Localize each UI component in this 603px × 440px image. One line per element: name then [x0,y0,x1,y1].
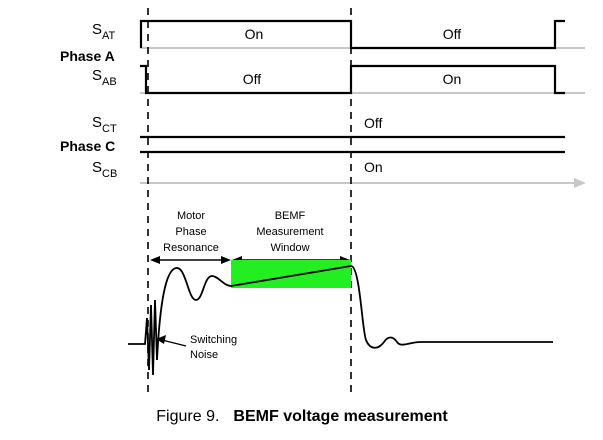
figure-caption: Figure 9.BEMF voltage measurement [156,408,448,425]
sat-label: SAT [92,21,116,42]
svg-text:Noise: Noise [190,349,218,361]
noise-pointer-head [156,335,166,344]
svg-text:BEMF: BEMF [275,210,306,222]
dashed-markers [147,8,352,392]
svg-text:Motor: Motor [177,210,205,222]
sat-state-1: On [245,26,264,42]
window-annotation: BEMF Measurement Window [256,210,323,254]
sat-waveform [139,19,565,50]
sat-state-2: Off [443,26,462,42]
noise-pointer [161,339,187,347]
scb-arrow-head [574,178,586,188]
sab-label: SAB [92,67,117,88]
noise-annotation: Switching Noise [190,334,237,361]
resonance-arrow-head-right [221,256,231,264]
sct-state: Off [364,115,383,131]
scb-state: On [364,159,383,175]
resonance-annotation: Motor Phase Resonance [163,210,219,254]
svg-text:Switching: Switching [190,334,237,346]
svg-text:Phase: Phase [175,226,206,238]
sct-label: SCT [92,114,117,135]
svg-text:Measurement: Measurement [256,226,323,238]
svg-text:Window: Window [270,242,309,254]
sab-waveform [140,64,565,95]
phase-c-label: Phase C [60,138,115,154]
bemf-waveform [128,265,553,376]
sab-state-2: On [443,71,462,87]
baseline-lines [140,47,585,184]
resonance-arrow-head-left [150,256,160,264]
sab-state-1: Off [243,71,262,87]
svg-text:Resonance: Resonance [163,242,219,254]
scb-label: SCB [92,159,117,180]
phase-a-label: Phase A [60,48,115,64]
